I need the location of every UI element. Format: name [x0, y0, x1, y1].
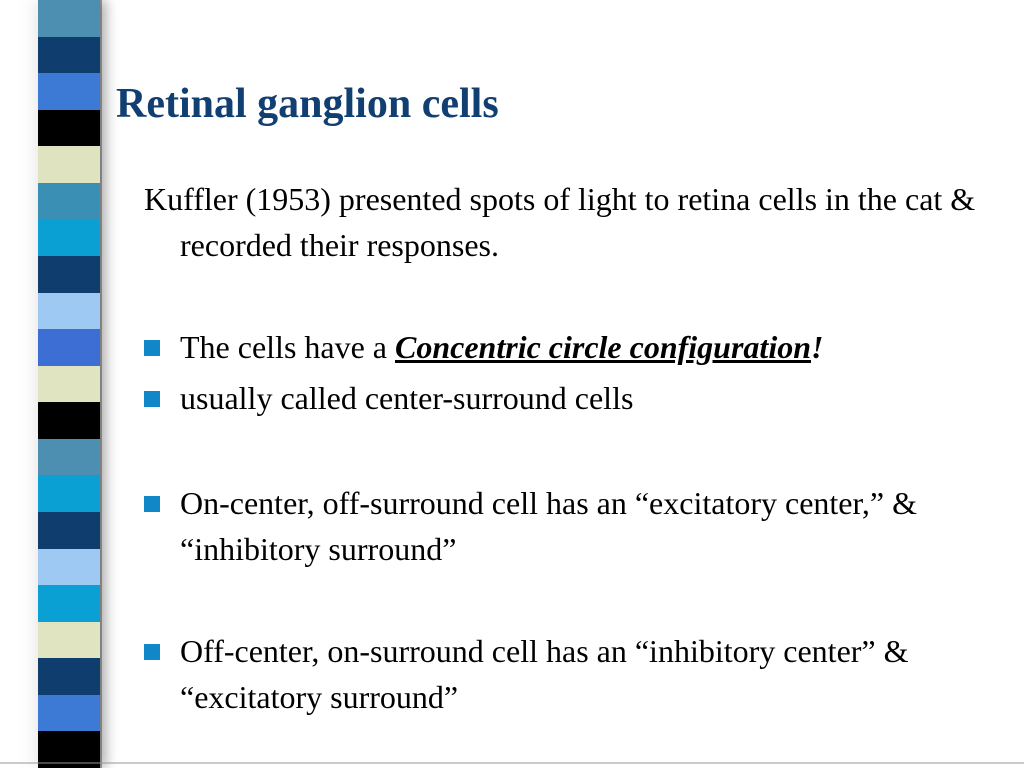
strip-band [38, 694, 100, 733]
left-decorative-strip [38, 0, 100, 768]
strip-band [38, 73, 100, 111]
strip-band [38, 36, 100, 75]
strip-band [38, 256, 100, 294]
bullet-item-off-center: Off-center, on-surround cell has an “inh… [144, 628, 994, 720]
square-bullet-icon [144, 340, 160, 356]
square-bullet-icon [144, 391, 160, 407]
intro-paragraph: Kuffler (1953) presented spots of light … [144, 181, 976, 263]
bullet-item-on-center: On-center, off-surround cell has an “exc… [144, 480, 994, 572]
strip-band [38, 365, 100, 404]
strip-band [38, 402, 100, 440]
strip-band [38, 621, 100, 660]
bullet-text: Off-center, on-surround cell has an “inh… [180, 633, 909, 715]
square-bullet-icon [144, 496, 160, 512]
bullet-item-center-surround: usually called center-surround cells [144, 375, 994, 421]
strip-band [38, 182, 100, 221]
strip-band [38, 731, 100, 768]
bullet-suffix: ! [811, 329, 824, 365]
strip-band [38, 438, 100, 477]
strip-band [38, 292, 100, 331]
bullet-item-configuration: The cells have a Concentric circle confi… [144, 324, 994, 370]
strip-band [38, 219, 100, 257]
strip-edge-line [100, 0, 102, 768]
emphasized-term: Concentric circle configuration [395, 329, 811, 365]
strip-band [38, 548, 100, 587]
strip-band [38, 658, 100, 696]
strip-band [38, 146, 100, 184]
square-bullet-icon [144, 644, 160, 660]
bullet-text: The cells have a Concentric circle confi… [144, 324, 994, 370]
bullet-prefix: The cells have a [180, 329, 395, 365]
strip-band [38, 585, 100, 623]
bullet-text: usually called center-surround cells [180, 380, 634, 416]
strip-band [38, 329, 100, 367]
bottom-divider [0, 762, 1024, 764]
strip-band [38, 0, 100, 38]
bullet-text: On-center, off-surround cell has an “exc… [180, 485, 917, 567]
strip-band [38, 109, 100, 148]
strip-band [38, 475, 100, 513]
slide-title: Retinal ganglion cells [116, 81, 499, 127]
strip-band [38, 512, 100, 550]
